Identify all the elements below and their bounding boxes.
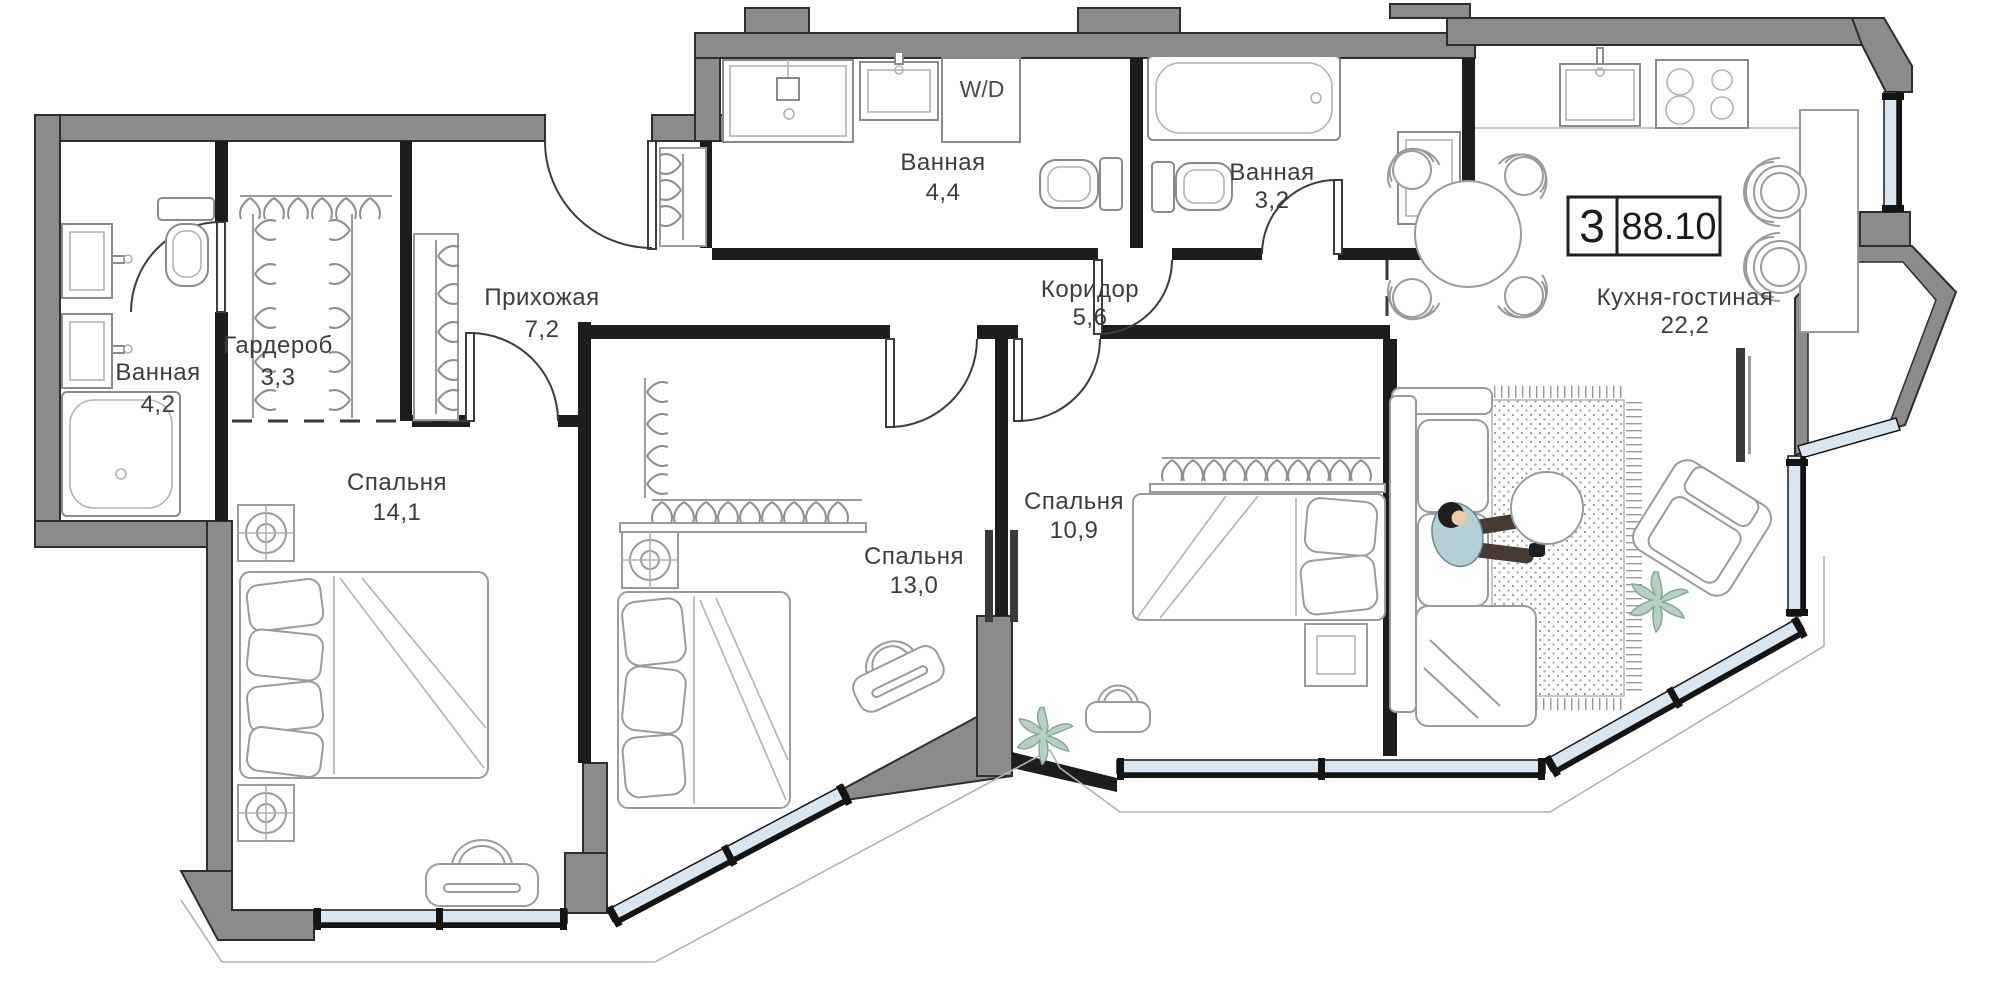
bedroom-2-furniture: [617, 378, 1018, 809]
washer-dryer: W/D: [941, 57, 1021, 143]
bedroom-3-furniture: [1016, 457, 1386, 766]
window-kitchen-right: [1882, 91, 1904, 213]
sofa: [1389, 387, 1537, 727]
nightstand: [1304, 623, 1368, 687]
bar-counter: [1799, 109, 1859, 333]
room-labels: Ванная 4,2 Гардероб 3,3 Прихожая 7,2 Ван…: [115, 149, 1773, 599]
bench: [1085, 684, 1151, 733]
bathtub: [61, 391, 181, 517]
bathtub: [1147, 55, 1341, 141]
nightstand: [621, 531, 679, 589]
room-label-corridor: Коридор: [1041, 276, 1139, 303]
sink: [859, 51, 939, 121]
window-angled-2: [1543, 616, 1808, 778]
armchair: [1632, 459, 1772, 597]
bathroom-middle-fixtures: W/D: [722, 51, 1123, 211]
washer-dryer-label: W/D: [960, 76, 1005, 102]
nightstand: [237, 504, 295, 562]
window-living-bottom: [1116, 758, 1546, 780]
room-label-kitchen-living: Кухня-гостиная: [1597, 284, 1774, 311]
bathroom-right-fixtures: [1147, 55, 1461, 225]
kitchen-fixtures: [1475, 47, 1859, 333]
room-area-bathroom-middle: 4,4: [926, 179, 961, 206]
toilet: [1151, 161, 1233, 213]
room-label-bathroom-middle: Ванная: [900, 149, 985, 176]
dining-set: [1377, 138, 1560, 330]
area-badge: 3 88.10: [1566, 195, 1722, 257]
window-angled-1: [605, 783, 853, 928]
room-label-bedroom-3: Спальня: [1024, 488, 1124, 515]
bed: [239, 571, 489, 779]
badge-rooms-count: 3: [1579, 200, 1605, 252]
room-area-corridor: 5,6: [1073, 304, 1108, 331]
windows: [313, 91, 1904, 930]
coffee-table: [1510, 471, 1584, 545]
dining-table: [1414, 180, 1522, 288]
bench: [425, 839, 539, 907]
room-area-hallway: 7,2: [525, 316, 560, 343]
room-label-bedroom-2: Спальня: [864, 543, 964, 570]
room-label-wardrobe: Гардероб: [223, 332, 333, 359]
window-right-vertical: [1786, 455, 1808, 617]
tv: [985, 530, 1018, 622]
tv: [1736, 348, 1751, 462]
room-label-bathroom-right: Ванная: [1229, 159, 1314, 186]
room-area-bedroom-2: 13,0: [890, 572, 939, 599]
room-area-bedroom-3: 10,9: [1050, 517, 1099, 544]
bar-stool: [1743, 157, 1807, 227]
room-area-bedroom-1: 14,1: [373, 499, 422, 526]
room-area-bathroom-right: 3,2: [1255, 187, 1290, 214]
room-label-hallway: Прихожая: [484, 284, 599, 311]
bed: [1132, 493, 1386, 621]
bed: [617, 591, 791, 809]
door-bedroom-3: [1013, 338, 1101, 422]
nightstand: [237, 784, 295, 842]
room-area-bathroom-left: 4,2: [141, 391, 176, 418]
hallway-fixtures: [413, 147, 707, 421]
bench: [852, 640, 945, 713]
doors: [130, 140, 1343, 428]
wardrobe-fixtures: [239, 195, 392, 418]
door-entry: [544, 140, 657, 250]
living-furniture: [1389, 348, 1772, 727]
badge-total-area: 88.10: [1621, 206, 1716, 248]
kitchen-sink: [1559, 47, 1641, 127]
stove: [1655, 59, 1749, 129]
room-area-wardrobe: 3,3: [261, 364, 296, 391]
bathroom-left-fixtures: [61, 197, 215, 517]
door-bathroom-middle: [1093, 259, 1173, 335]
room-label-bedroom-1: Спальня: [347, 469, 447, 496]
toilet: [1039, 157, 1123, 211]
door-bedroom-2: [885, 338, 978, 428]
facade-outline: [180, 556, 1825, 963]
toilet: [157, 197, 215, 287]
door-bedroom-1: [465, 332, 559, 422]
bedroom-1-furniture: [237, 504, 539, 907]
shower: [722, 59, 854, 143]
room-area-kitchen-living: 22,2: [1661, 312, 1710, 339]
room-label-bathroom-left: Ванная: [115, 359, 200, 386]
door-bathroom-right: [1261, 178, 1343, 255]
window-bedroom-1: [313, 908, 568, 930]
door-bathroom-left: [130, 221, 226, 313]
exterior-walls: [34, 3, 1958, 941]
